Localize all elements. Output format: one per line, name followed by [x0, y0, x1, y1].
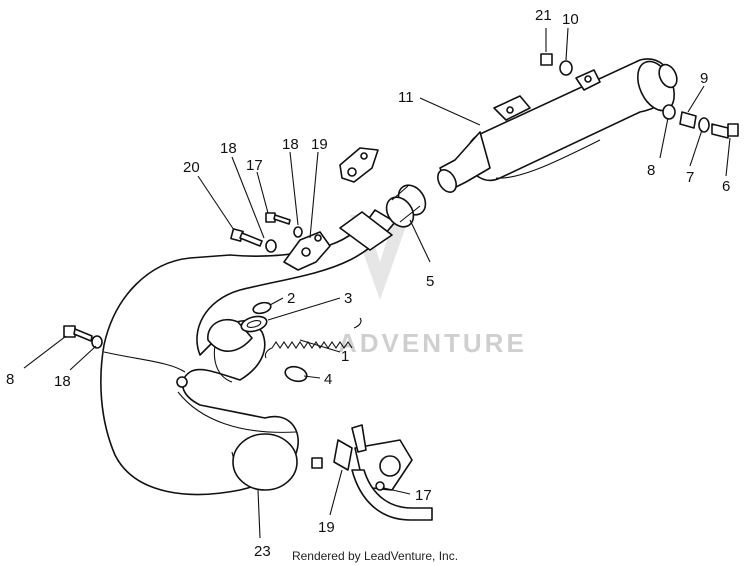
callout-19-lower: 19: [318, 519, 335, 536]
washer-18-mid: [293, 226, 303, 238]
collar-8-right: [662, 104, 676, 120]
callout-10: 10: [562, 11, 579, 28]
callout-23: 23: [254, 543, 271, 560]
leader-lines: [23, 27, 731, 539]
callout-17-lower: 17: [415, 487, 432, 504]
collar-9: [679, 111, 697, 129]
callout-9: 9: [700, 70, 708, 87]
bolt-20: [230, 228, 263, 247]
small-clip-bracket: [339, 147, 379, 183]
spring-1: [264, 317, 362, 359]
callout-20: 20: [183, 159, 200, 176]
lower-bracket: [311, 424, 433, 521]
callout-labels: 1 2 3 4 5 6 7 8 8 9 10 11 17 17 18 18 18…: [6, 7, 730, 560]
gasket-3: [240, 315, 268, 333]
render-credit: Rendered by LeadVenture, Inc.: [291, 549, 459, 563]
callout-5: 5: [426, 273, 434, 290]
bolt-17-upper: [265, 212, 291, 225]
callout-7: 7: [686, 169, 694, 186]
callout-3: 3: [344, 290, 352, 307]
callout-18-a: 18: [220, 140, 237, 157]
bolt-8-left: [63, 325, 93, 342]
watermark-text: ADVENTURE: [338, 328, 527, 358]
upper-bracket: [283, 231, 331, 271]
washer-18-upper: [265, 239, 277, 253]
washer-18-left: [91, 335, 103, 349]
callout-8-left: 8: [6, 371, 14, 388]
callout-19-upper: 19: [311, 136, 328, 153]
silencer: [437, 58, 678, 193]
coupler-5: [385, 184, 427, 228]
callout-8-right: 8: [647, 162, 655, 179]
callout-4: 4: [324, 371, 332, 388]
callout-18-left: 18: [54, 373, 71, 390]
callout-17-upper: 17: [246, 157, 263, 174]
callout-21: 21: [535, 7, 552, 24]
expansion-chamber: [100, 209, 396, 496]
washer-10: [559, 60, 573, 76]
callout-18-b: 18: [282, 136, 299, 153]
o-ring-4: [284, 365, 308, 383]
callout-11: 11: [398, 89, 414, 106]
bolt-6: [711, 123, 739, 139]
o-ring-2: [252, 301, 272, 315]
callout-2: 2: [287, 290, 295, 307]
callout-1: 1: [341, 348, 349, 365]
nut-21: [540, 53, 553, 66]
washer-7: [698, 117, 710, 133]
callout-6: 6: [722, 178, 730, 195]
